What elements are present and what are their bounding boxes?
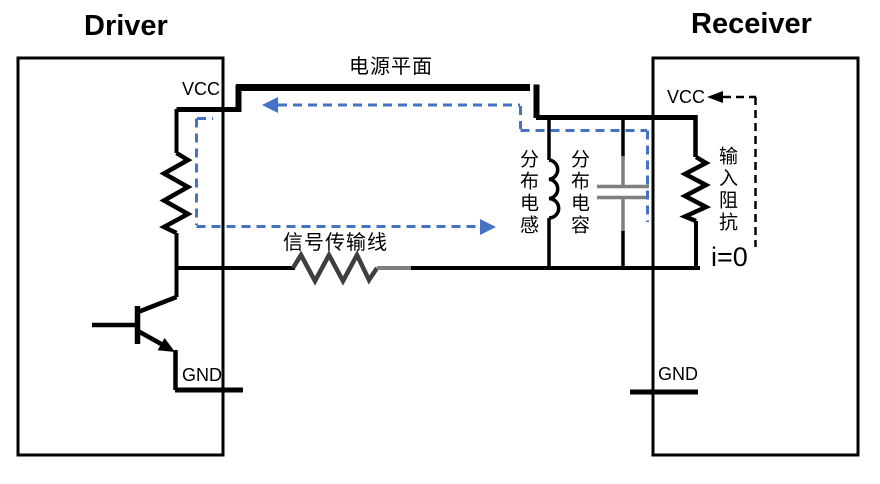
- receiver-box: [651, 56, 860, 457]
- driver-box: [16, 56, 225, 457]
- signal-line-resistor: [291, 250, 379, 286]
- distributed-inductor: [547, 115, 561, 268]
- driver-gnd-label: GND: [182, 365, 222, 385]
- input-impedance-label: 输入阻抗: [716, 146, 737, 234]
- zero-current-arrowhead: [707, 91, 723, 103]
- power-plane-label: 电源平面: [349, 56, 433, 78]
- loop-left-arrowhead: [262, 97, 278, 113]
- receiver-resistor: [679, 155, 712, 224]
- transistor-collector: [137, 294, 178, 315]
- driver-resistor: [159, 151, 193, 236]
- driver-title: Driver: [84, 10, 168, 42]
- input-impedance-resistor: [679, 115, 712, 268]
- distributed-capacitor: [597, 115, 649, 268]
- return-current-loop: [195, 97, 649, 235]
- receiver-title: Receiver: [691, 8, 812, 40]
- input-current-label: i=0: [711, 242, 748, 272]
- transistor-emitter: [136, 329, 165, 347]
- driver-vcc-label: VCC: [182, 79, 221, 99]
- receiver-vcc-label: VCC: [667, 87, 706, 107]
- inductor-coil: [548, 158, 561, 220]
- signal-line-label: 信号传输线: [283, 232, 388, 254]
- loop-right-arrowhead: [480, 219, 496, 235]
- transistor-emitter-arrowhead: [157, 338, 175, 352]
- zero-current-indicator: [707, 91, 757, 247]
- receiver-gnd-label: GND: [658, 364, 698, 384]
- distributed-inductance-label: 分布电感: [517, 149, 538, 237]
- distributed-capacitance-label: 分布电容: [568, 149, 589, 237]
- transistor: [92, 294, 178, 390]
